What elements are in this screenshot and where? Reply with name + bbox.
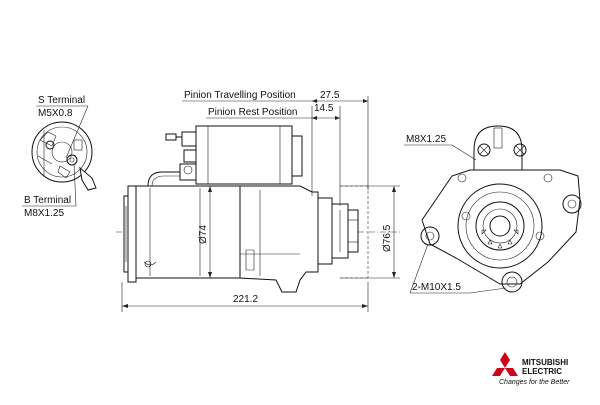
brand-name-line2: ELECTRIC (522, 367, 562, 376)
pinion-collar (317, 197, 333, 265)
solenoid (195, 125, 293, 185)
diameter-dimensions: Ø74 Ø76.5 (198, 185, 400, 279)
brand-name-line1: MITSUBISHI (522, 358, 568, 367)
pinion-travelling-label: Pinion Travelling Position (184, 90, 296, 101)
mounting-flange (421, 169, 581, 285)
b-terminal-label: B Terminal (24, 195, 71, 206)
s-terminal-thread-label: M5X0.8 (38, 108, 73, 119)
length-dimension: 221.2 (121, 282, 369, 312)
drive-housing (239, 185, 319, 293)
pinion-gear (347, 209, 359, 253)
mount-holes-label: 2-M10X1.5 (412, 282, 461, 293)
mount-holes-callout: 2-M10X1.5 (409, 243, 507, 294)
three-diamonds-icon (492, 352, 518, 376)
starter-side-view (116, 125, 400, 293)
front-thread-label: M8X1.25 (406, 134, 446, 145)
brand-slogan: Changes for the Better (499, 379, 570, 386)
flange-diameter-label: Ø76.5 (382, 224, 393, 252)
body-diameter-label: Ø74 (198, 225, 209, 244)
motor-yoke (135, 185, 241, 279)
pinion-travelling-value: 27.5 (320, 90, 340, 101)
b-terminal-callout: B Terminal M8X1.25 (22, 163, 77, 219)
terminal-end-view (31, 121, 97, 191)
mitsubishi-electric-logo: MITSUBISHI ELECTRIC Changes for the Bett… (492, 352, 570, 386)
pinion-dimensions: Pinion Travelling Position 27.5 Pinion R… (182, 90, 369, 206)
pinion-rest-label: Pinion Rest Position (208, 107, 298, 118)
front-flange-view (420, 125, 582, 293)
pinion-rest-value: 14.5 (314, 103, 334, 114)
b-terminal-thread-label: M8X1.25 (24, 208, 64, 219)
overall-length-label: 221.2 (233, 294, 258, 305)
s-terminal-label: S Terminal (38, 95, 85, 106)
front-thread-callout: M8X1.25 (404, 134, 477, 161)
s-terminal-callout: S Terminal M5X0.8 (36, 95, 89, 159)
